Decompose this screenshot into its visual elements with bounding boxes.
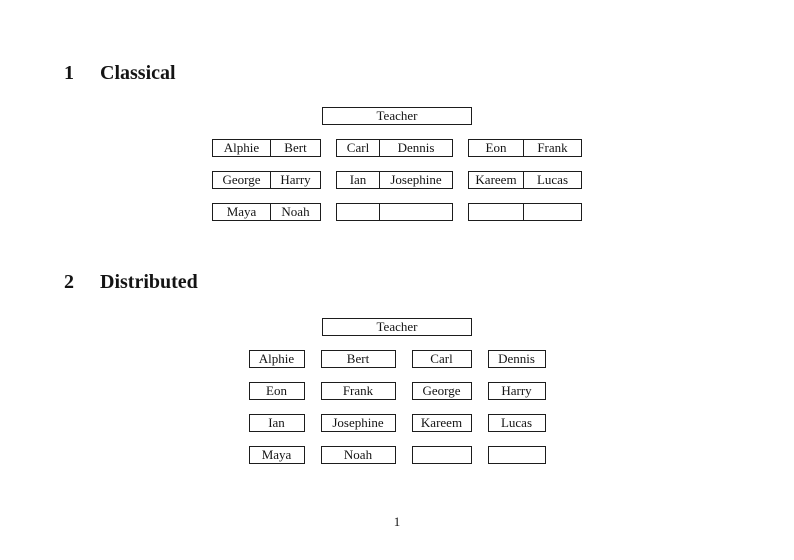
desk-box: Maya xyxy=(248,446,305,464)
desk-cell: Noah xyxy=(270,204,320,220)
desk-cell: Frank xyxy=(523,140,581,156)
desk-box: Josephine xyxy=(320,414,396,432)
desk-row: Eon Frank George Harry xyxy=(248,382,546,400)
desk-cell: Kareem xyxy=(475,172,517,187)
desk-box: Dennis xyxy=(487,350,546,368)
desk-box: Eon xyxy=(248,382,305,400)
desk-box: Carl xyxy=(411,350,472,368)
desk-pair: Alphie Bert xyxy=(212,139,321,157)
teacher-label: Teacher xyxy=(376,108,418,123)
desk-cell: Dennis xyxy=(379,140,452,156)
desk-box: Ian xyxy=(248,414,305,432)
desk-pair: Ian Josephine xyxy=(336,171,453,189)
desk-box-empty xyxy=(411,446,472,464)
desk-cell-empty xyxy=(469,204,523,220)
desk-cell: Harry xyxy=(270,172,320,188)
section-2-title: Distributed xyxy=(100,271,198,293)
desk-row: Alphie Bert Carl Dennis Eon Frank xyxy=(212,139,582,157)
desk-pair: Eon Frank xyxy=(468,139,582,157)
teacher-box: Teacher xyxy=(322,318,472,336)
desk-cell-empty xyxy=(379,204,452,220)
desk-cell-empty xyxy=(337,204,379,220)
section-1-title: Classical xyxy=(100,62,176,84)
desk-pair-empty xyxy=(468,203,582,221)
desk-cell: Bert xyxy=(270,140,320,156)
desk-cell: Maya xyxy=(226,204,257,219)
desk-row: Ian Josephine Kareem Lucas xyxy=(248,414,546,432)
classical-layout-diagram: Teacher Alphie Bert Carl Dennis Eon Fran… xyxy=(0,107,794,221)
desk-box: Noah xyxy=(320,446,396,464)
teacher-box: Teacher xyxy=(322,107,472,125)
desk-cell: Josephine xyxy=(379,172,452,188)
desk-pair: Kareem Lucas xyxy=(468,171,582,189)
desk-cell: Alphie xyxy=(223,140,260,155)
section-1-number: 1 xyxy=(64,62,74,84)
desk-box: Frank xyxy=(320,382,396,400)
desk-row: George Harry Ian Josephine Kareem Lucas xyxy=(212,171,582,189)
desk-cell: Carl xyxy=(346,140,370,155)
desk-box: Harry xyxy=(487,382,546,400)
desk-box-empty xyxy=(487,446,546,464)
desk-pair: Maya Noah xyxy=(212,203,321,221)
desk-cell: Ian xyxy=(349,172,367,187)
desk-box: Alphie xyxy=(248,350,305,368)
desk-box: Bert xyxy=(320,350,396,368)
section-1-heading: 1 Classical xyxy=(64,62,176,85)
desk-box: George xyxy=(411,382,472,400)
desk-row: Maya Noah xyxy=(248,446,546,464)
section-2-number: 2 xyxy=(64,271,74,293)
desk-cell: George xyxy=(222,172,261,187)
desk-row: Maya Noah xyxy=(212,203,582,221)
desk-pair: George Harry xyxy=(212,171,321,189)
distributed-layout-diagram: Teacher Alphie Bert Carl Dennis Eon Fran… xyxy=(0,318,794,464)
desk-pair: Carl Dennis xyxy=(336,139,453,157)
page-number: 1 xyxy=(393,514,401,529)
desk-row: Alphie Bert Carl Dennis xyxy=(248,350,546,368)
desk-cell: Eon xyxy=(485,140,507,155)
desk-box: Lucas xyxy=(487,414,546,432)
desk-box: Kareem xyxy=(411,414,472,432)
teacher-label: Teacher xyxy=(376,319,418,334)
section-2-heading: 2 Distributed xyxy=(64,271,198,294)
desk-cell-empty xyxy=(523,204,581,220)
desk-cell: Lucas xyxy=(523,172,581,188)
desk-pair-empty xyxy=(336,203,453,221)
